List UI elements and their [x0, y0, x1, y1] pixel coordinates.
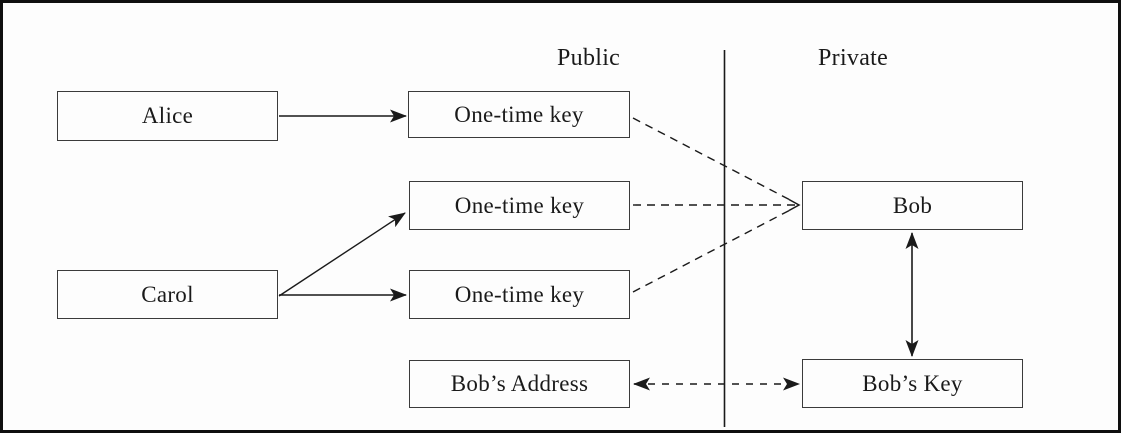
- node-one-time-key-2: One-time key: [409, 181, 630, 230]
- dashed-link-otk3-to-bob: [632, 207, 795, 293]
- column-header-private: Private: [818, 45, 889, 71]
- dashed-link-otk1-to-bob: [632, 117, 795, 203]
- node-bobs-address: Bob’s Address: [409, 360, 630, 408]
- node-one-time-key-3: One-time key: [409, 270, 630, 319]
- node-alice: Alice: [57, 91, 278, 141]
- node-bobs-key: Bob’s Key: [802, 359, 1023, 408]
- node-carol: Carol: [57, 270, 278, 319]
- column-header-public: Public: [557, 45, 621, 71]
- node-bob: Bob: [802, 181, 1023, 230]
- arrow-carol-to-otk2: [278, 212, 406, 297]
- node-one-time-key-1: One-time key: [408, 91, 630, 138]
